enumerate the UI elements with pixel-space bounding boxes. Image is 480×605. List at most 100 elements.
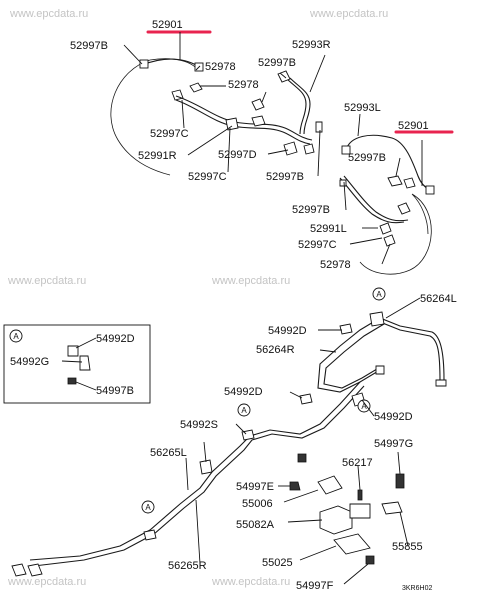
brake-pipe-56264R [323,323,385,389]
hose-fitting [425,185,435,195]
part-label-52901: 52901 [152,19,183,31]
brake-pipe [343,175,409,222]
bolt-part [365,555,375,565]
brake-disc-outline [359,193,432,275]
brake-pipe-56265R [33,385,365,567]
brake-pipe-56264L [379,321,441,383]
rear-brake-pipes [11,287,447,577]
bolt-part [395,473,405,489]
inset-label-54992D: 54992D [96,333,135,345]
part-labels: 52901 52997B 52978 52993R 52997B 52978 5… [10,19,457,592]
brake-pipe [339,177,405,224]
part-label-52991L: 52991L [310,223,347,235]
clip-part [189,82,203,93]
part-label-52993L: 52993L [344,102,381,114]
diagram-code: 3KR6H02 [402,585,432,592]
connector-part [339,179,347,187]
connector-part [303,143,315,155]
inset-label-54997B: 54997B [96,385,134,397]
part-label-56265L: 56265L [150,447,187,459]
leader-lines-bottom [185,297,421,585]
watermark: www.epcdata.ru [8,275,87,287]
clip-part [225,117,239,131]
clip-part [251,115,266,127]
callout-circle [9,329,23,343]
callout-circle [237,403,251,417]
clip-part [387,175,403,187]
inset-frame [3,324,151,404]
brake-pipe-56264L [379,317,445,381]
bracket-part [379,222,392,235]
watermark: www.epcdata.ru [212,576,291,588]
part-label-52901: 52901 [398,120,429,132]
watermark: www.epcdata.ru [8,576,87,588]
inset-label-54992G: 54992G [10,356,49,368]
detail-inset-a [3,324,151,404]
part-label-54992D: 54992D [374,411,413,423]
callout-letters: A A A A A [13,290,382,512]
bracket-part [383,234,396,247]
part-label-54992S: 54992S [180,419,218,431]
part-label-52978: 52978 [320,259,351,271]
proportioning-valve [317,475,343,495]
part-label-56217: 56217 [342,457,373,469]
part-label-52997B: 52997B [70,40,108,52]
valve-bracket [319,505,353,535]
part-label-55855: 55855 [392,541,423,553]
part-label-52997B: 52997B [292,204,330,216]
bolt-part [297,453,307,463]
bracket-part [283,141,298,156]
part-label-54997G: 54997G [374,438,413,450]
clip-part [251,98,265,111]
clip-part [299,393,313,405]
brake-hose [345,134,431,191]
callout-circle [372,287,386,301]
part-label-54997E: 54997E [236,481,274,493]
connector-part [11,563,27,577]
brake-pipe [175,99,311,145]
front-left-brake-assembly [339,134,435,275]
part-label-52997C: 52997C [298,239,337,251]
valve-body [333,533,371,555]
clip-part [397,202,411,215]
callout-letter: A [361,402,367,411]
connector-part [375,365,385,375]
part-label-52997B: 52997B [258,57,296,69]
hose-fitting [139,59,149,69]
part-label-52997C: 52997C [188,171,227,183]
callout-letter: A [13,332,19,341]
brake-pipe [289,77,311,135]
clip-part [403,177,416,189]
callout-letter: A [145,503,151,512]
brake-pipe [175,95,313,141]
bolt-part [289,481,301,491]
part-label-54997F: 54997F [296,580,334,592]
part-label-56264L: 56264L [420,293,457,305]
bracket-part [381,501,403,515]
part-label-56265R: 56265R [168,560,207,572]
part-label-52997B: 52997B [348,152,386,164]
part-label-56264R: 56264R [256,344,295,356]
part-label-52978: 52978 [205,61,236,73]
callout-letter: A [376,290,382,299]
bracket-part [79,355,91,371]
brake-pipe-56264R [317,317,381,393]
bolt-part [357,489,363,501]
watermark: www.epcdata.ru [310,8,389,20]
part-label-52997C: 52997C [150,128,189,140]
bolt-part [67,377,77,385]
part-label-54992D: 54992D [224,386,263,398]
clip-part [369,311,385,327]
connector-part [435,379,447,387]
valve-body [349,503,371,519]
brake-pipe [285,77,307,135]
part-label-52997D: 52997D [218,149,257,161]
part-label-55082A: 55082A [236,519,275,531]
clip-part [67,345,79,357]
callout-circle [357,399,371,413]
watermark: www.epcdata.ru [10,8,89,20]
part-label-52997B: 52997B [266,171,304,183]
connector-part [315,121,323,133]
